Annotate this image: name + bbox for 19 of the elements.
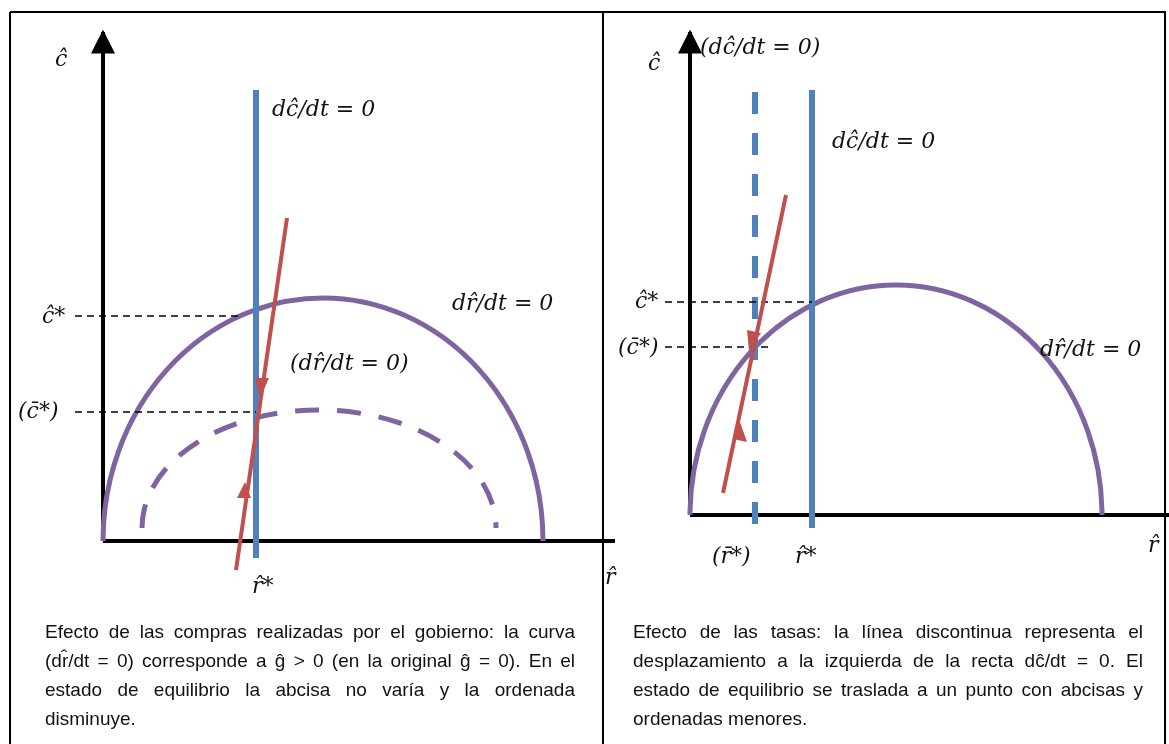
axis-label: r̂: [1148, 534, 1159, 556]
curve-label: dr̂/dt = 0: [1040, 338, 1142, 360]
axis-label: ĉ: [55, 48, 68, 70]
axis-label: r̂: [605, 566, 616, 588]
curve-label: dĉ/dt = 0: [272, 98, 376, 120]
value-label: ĉ*: [635, 290, 659, 312]
value-label: (c̄*): [18, 400, 59, 422]
value-label: ĉ*: [42, 305, 66, 327]
value-label: r̂*: [252, 575, 274, 597]
value-label: (r̄*): [712, 545, 751, 567]
curve-label: (dĉ/dt = 0): [700, 36, 821, 58]
curve-label: dĉ/dt = 0: [832, 130, 936, 152]
value-label: r̂*: [795, 545, 817, 567]
caption-text: Efecto de las compras realizadas por el gobierno: la curva (dr̂/dt = 0) corresponde a ĝ > 0 (en la original ĝ = 0). En el estado de equilibrio la abcisa no varía y la ordenada disminuye.: [45, 620, 575, 731]
axis-label: ĉ: [648, 52, 661, 74]
value-label: (c̄*): [618, 336, 659, 358]
curve-label: dr̂/dt = 0: [452, 292, 554, 314]
caption-text: Efecto de las tasas: la línea discontinua representa el desplazamiento a la izquierda de la recta dĉ/dt = 0. El estado de equilibrio se traslada a un punto con abcisas y ordenadas menores.: [633, 620, 1143, 731]
curve-label: (dr̂/dt = 0): [290, 352, 409, 374]
